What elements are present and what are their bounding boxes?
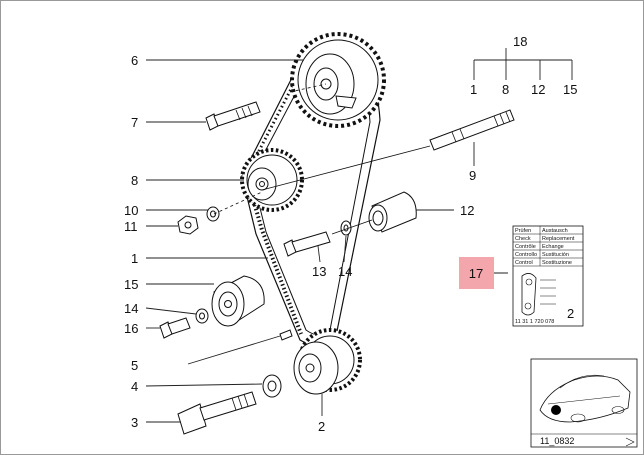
card-row-3-right: Echange: [542, 244, 564, 250]
callout-16: 16: [124, 321, 138, 336]
highlight-17[interactable]: 17: [459, 257, 494, 289]
card-row-2-right: Replacement: [542, 236, 575, 242]
card-row-1-left: Prüfen: [515, 228, 531, 234]
kit-child-3: 12: [531, 82, 545, 97]
engine-location-marker-icon: [551, 405, 561, 415]
callout-9: 9: [469, 168, 476, 183]
callout-3: 3: [131, 415, 138, 430]
central-bolt: [177, 391, 257, 435]
card-row-4-right: Sustitución: [542, 252, 569, 258]
card-code: 11 31 1 720 078: [515, 319, 554, 325]
kit-tree: [473, 48, 573, 80]
kit-root-label: 18: [513, 34, 527, 49]
kit-child-4: 15: [563, 82, 577, 97]
leader-lines: [145, 59, 508, 423]
card-belt-icon: [521, 273, 537, 316]
callout-labels: 6 7 8 10 11 1 15 14 16 5 4 3 2 9 12 13 1…: [124, 34, 577, 434]
car-thumbnail: 11_0832: [530, 358, 638, 448]
callout-14: 14: [124, 301, 138, 316]
nut-and-washer: [177, 206, 220, 235]
highlight-label: 17: [469, 266, 483, 281]
callout-8: 8: [131, 173, 138, 188]
card-number: 2: [567, 306, 574, 321]
callout-4: 4: [131, 379, 138, 394]
card-row-2-left: Check: [515, 236, 531, 242]
woodruff-key: [279, 329, 293, 341]
kit-child-1: 1: [470, 82, 477, 97]
kit-child-2: 8: [502, 82, 509, 97]
camshaft-sprocket: [290, 32, 386, 128]
callout-7: 7: [131, 115, 138, 130]
tensioner-roller: [211, 275, 265, 327]
callout-14b: 14: [338, 264, 352, 279]
crankshaft-sprocket: [293, 328, 362, 395]
callout-13: 13: [312, 264, 326, 279]
shaft-pin: [429, 109, 515, 151]
card-row-5-left: Control: [515, 260, 533, 266]
card-row-1-right: Austausch: [542, 228, 568, 234]
guide-roller: [368, 191, 417, 233]
callout-5: 5: [131, 358, 138, 373]
callout-12: 12: [460, 203, 474, 218]
car-outline-icon: [539, 375, 631, 423]
bolt-13: [283, 220, 352, 257]
info-card: Prüfen Austausch Check Replacement Contr…: [512, 225, 584, 327]
intermediate-sprocket: [240, 148, 304, 212]
card-row-3-left: Contrôle: [515, 244, 536, 250]
callout-11: 11: [124, 219, 138, 234]
callout-6: 6: [131, 53, 138, 68]
washer-4: [262, 374, 282, 398]
card-row-5-right: Sostituzione: [542, 260, 572, 266]
card-row-4-left: Controllo: [515, 252, 537, 258]
thumbnail-code: 11_0832: [540, 436, 574, 446]
callout-10: 10: [124, 203, 138, 218]
bolt-7: [205, 101, 261, 131]
bolt-16: [159, 308, 209, 339]
callout-15: 15: [124, 277, 138, 292]
corner-arrow-icon: [625, 437, 635, 447]
callout-2: 2: [318, 419, 325, 434]
callout-1: 1: [131, 251, 138, 266]
